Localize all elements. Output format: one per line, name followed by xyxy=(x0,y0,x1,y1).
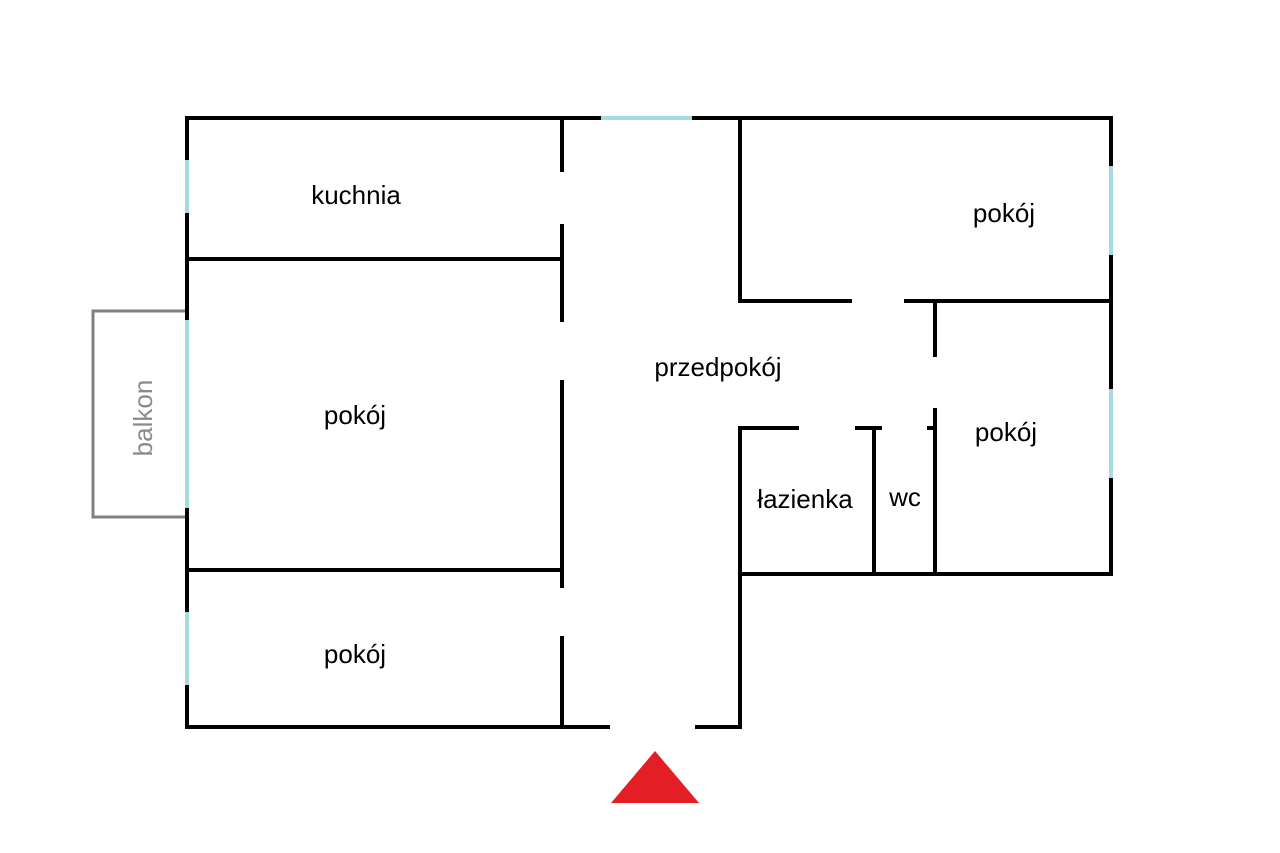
windows xyxy=(185,116,1113,685)
room-label-top-right: pokój xyxy=(973,198,1035,228)
left-partitions xyxy=(185,116,564,729)
room-label-balcony: balkon xyxy=(128,380,158,457)
right-partitions xyxy=(738,116,1113,576)
room-label-hallway: przedpokój xyxy=(654,352,781,382)
room-label-bottom-left: pokój xyxy=(324,639,386,669)
room-label-right: pokój xyxy=(975,417,1037,447)
room-label-kitchen: kuchnia xyxy=(311,180,401,210)
room-label-toilet: wc xyxy=(888,482,921,512)
entrance-marker-icon xyxy=(611,751,699,803)
room-label-bathroom: łazienka xyxy=(757,484,853,514)
balcony-outline xyxy=(91,309,186,519)
room-label-living-room: pokój xyxy=(324,400,386,430)
